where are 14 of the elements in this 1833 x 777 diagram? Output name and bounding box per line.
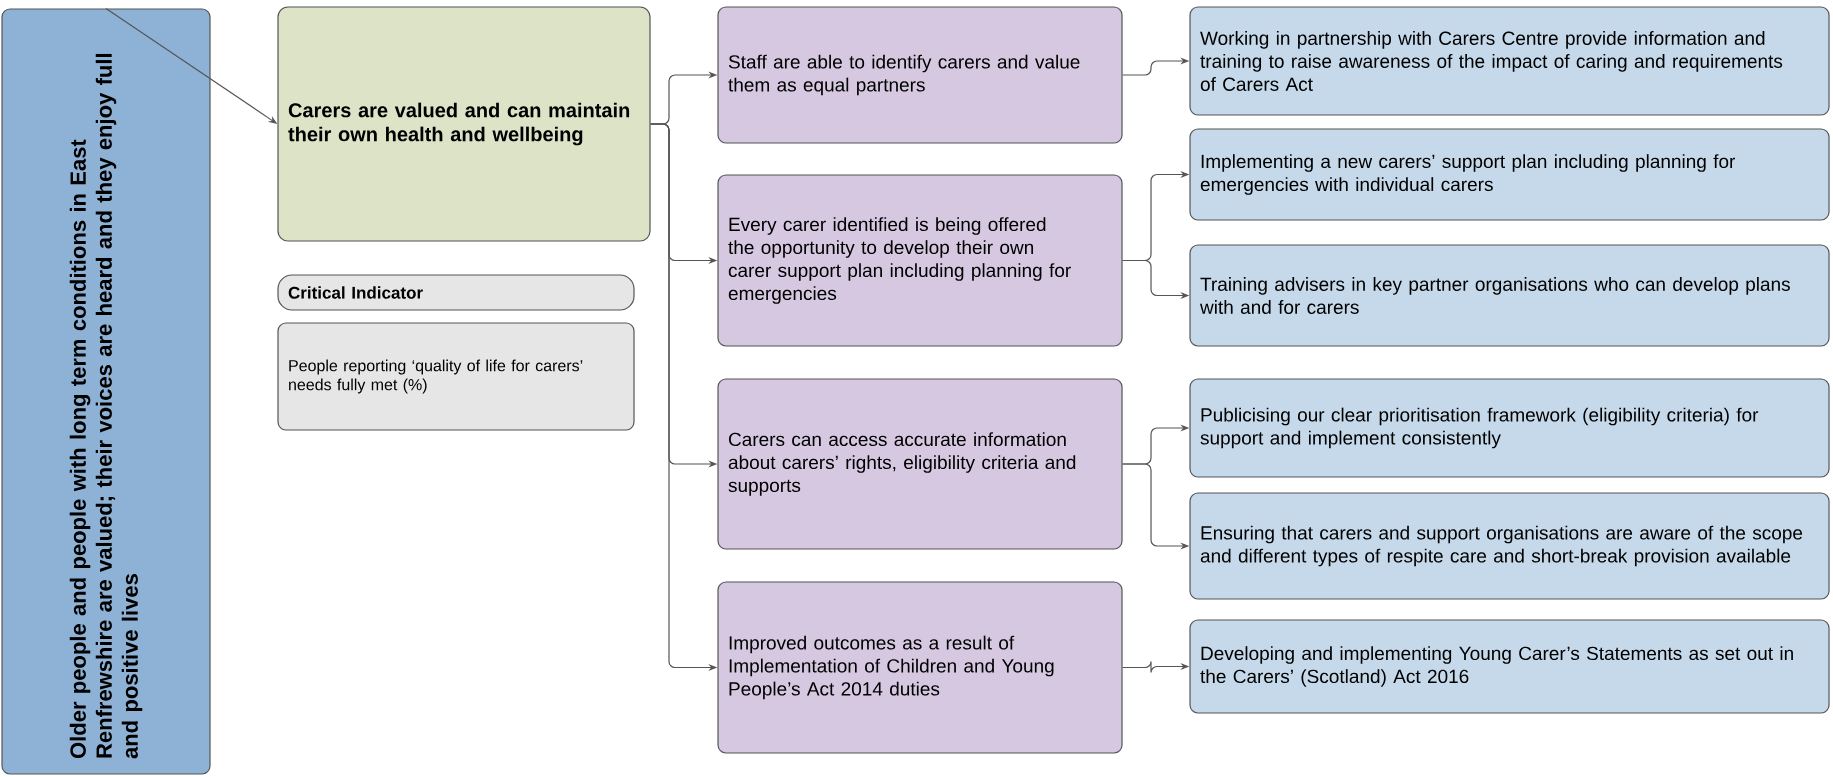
goal-box: Older people and people with long term conditions in East Renfrewshire are valued; their voices are heard and they enjoy full and positive lives (1, 8, 211, 775)
action-box: Publicising our clear prioritisation framework (eligibility criteria) for support and implement consistently (1189, 378, 1830, 478)
action-box: Working in partnership with Carers Centre provide information and training to raise awareness of the impact of caring and requirements of Carers Act (1189, 6, 1830, 116)
sub-outcome-box: Every carer identified is being offered the opportunity to develop their own carer support plan including planning for emergencies (717, 174, 1123, 347)
indicator-box: People reporting ‘quality of life for carers’ needs fully met (%) (277, 322, 635, 431)
sub-outcome-box: Staff are able to identify carers and value them as equal partners (717, 6, 1123, 144)
outcome-box: Carers are valued and can maintain their own health and wellbeing (277, 6, 651, 242)
sub-outcome-box: Carers can access accurate information about carers’ rights, eligibility criteria and supports (717, 378, 1123, 550)
sub-outcome-box: Improved outcomes as a result of Implementation of Children and Young People’s Act 2014 duties (717, 581, 1123, 754)
action-box: Implementing a new carers’ support plan including planning for emergencies with individual carers (1189, 128, 1830, 221)
action-box: Developing and implementing Young Carer’s Statements as set out in the Carers’ (Scotland) Act 2016 (1189, 619, 1830, 714)
indicator-heading-box: Critical Indicator (277, 274, 635, 311)
action-box: Ensuring that carers and support organisations are aware of the scope and different types of respite care and short-break provision available (1189, 492, 1830, 600)
action-box: Training advisers in key partner organisations who can develop plans with and for carers (1189, 244, 1830, 347)
